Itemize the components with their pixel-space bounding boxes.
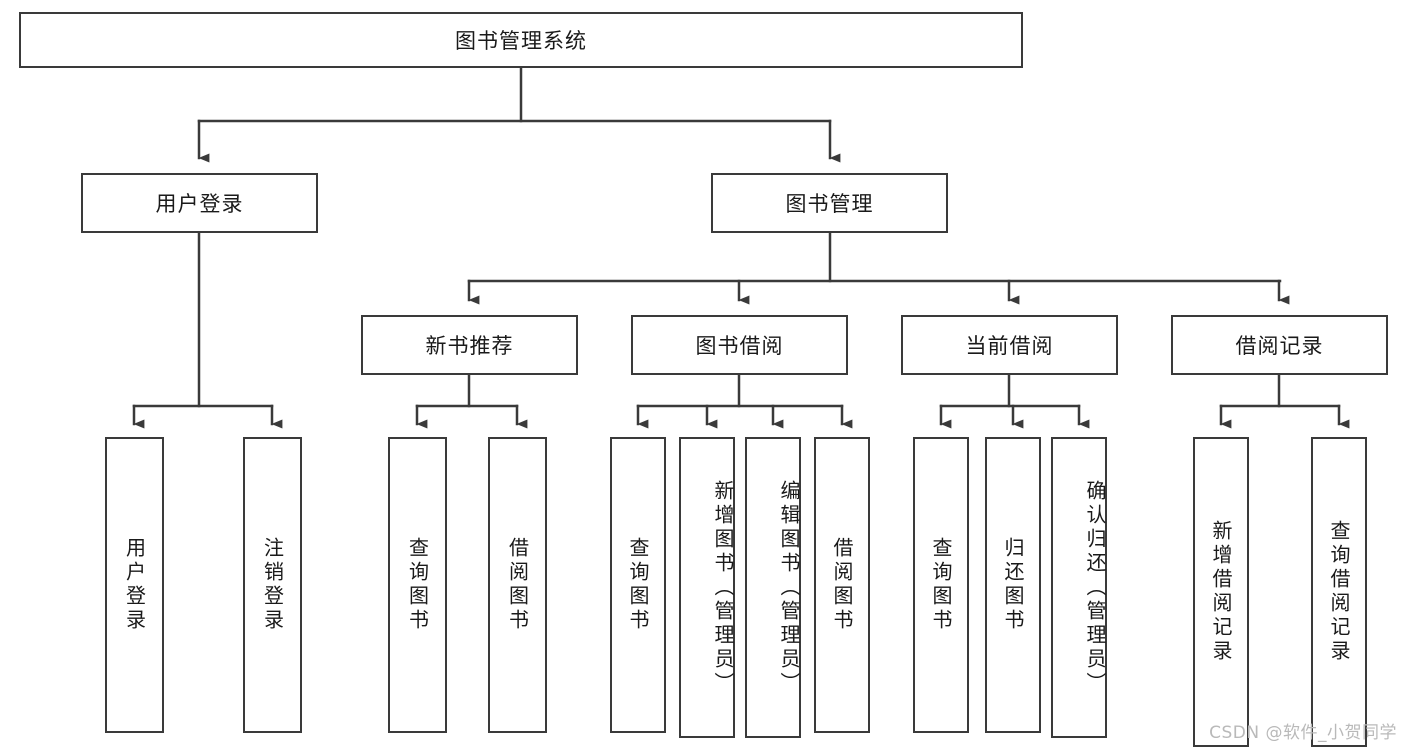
node-leaf-borrow-book[interactable]: 借阅图书 [814, 437, 870, 733]
node-leaf-add-borrow-record[interactable]: 新增借阅记录 [1193, 437, 1249, 747]
node-leaf-add-book-admin-label: 新增图书（管理员） [711, 479, 735, 696]
node-leaf-query-book-recommend-label: 查询图书 [405, 537, 430, 633]
node-leaf-return-book-label: 归还图书 [1001, 537, 1025, 633]
node-leaf-borrow-book-recommend-label: 借阅图书 [505, 537, 530, 633]
node-borrow-record[interactable]: 借阅记录 [1171, 315, 1388, 375]
node-leaf-edit-book-admin-label: 编辑图书（管理员） [777, 479, 801, 696]
node-book-borrow-label: 图书借阅 [695, 334, 784, 358]
node-leaf-confirm-return-admin-label: 确认归还（管理员） [1083, 479, 1107, 696]
node-leaf-user-login[interactable]: 用户登录 [105, 437, 164, 733]
node-leaf-borrow-book-label: 借阅图书 [830, 537, 854, 633]
node-new-book-recommend[interactable]: 新书推荐 [361, 315, 578, 375]
watermark: CSDN @软件_小贺同学 [1209, 723, 1397, 743]
node-current-borrow-label: 当前借阅 [965, 334, 1054, 358]
node-leaf-query-book-borrow-label: 查询图书 [626, 537, 650, 633]
node-leaf-query-book-current[interactable]: 查询图书 [913, 437, 969, 733]
node-leaf-query-book-borrow[interactable]: 查询图书 [610, 437, 666, 733]
node-leaf-logout-label: 注销登录 [260, 537, 285, 633]
node-leaf-borrow-book-recommend[interactable]: 借阅图书 [488, 437, 547, 733]
node-leaf-query-borrow-record[interactable]: 查询借阅记录 [1311, 437, 1367, 747]
node-leaf-query-borrow-record-label: 查询借阅记录 [1327, 520, 1351, 664]
node-current-borrow[interactable]: 当前借阅 [901, 315, 1118, 375]
node-root-label: 图书管理系统 [455, 29, 587, 53]
node-leaf-return-book[interactable]: 归还图书 [985, 437, 1041, 733]
node-leaf-query-book-recommend[interactable]: 查询图书 [388, 437, 447, 733]
node-borrow-record-label: 借阅记录 [1235, 334, 1324, 358]
node-leaf-add-book-admin[interactable]: 新增图书（管理员） [679, 437, 735, 738]
node-new-book-recommend-label: 新书推荐 [425, 334, 514, 358]
node-leaf-edit-book-admin[interactable]: 编辑图书（管理员） [745, 437, 801, 738]
node-leaf-confirm-return-admin[interactable]: 确认归还（管理员） [1051, 437, 1107, 738]
node-root[interactable]: 图书管理系统 [19, 12, 1023, 68]
node-leaf-user-login-label: 用户登录 [122, 537, 147, 633]
node-book-management-label: 图书管理 [785, 192, 874, 216]
node-book-management[interactable]: 图书管理 [711, 173, 948, 233]
node-user-login[interactable]: 用户登录 [81, 173, 318, 233]
node-book-borrow[interactable]: 图书借阅 [631, 315, 848, 375]
node-leaf-logout[interactable]: 注销登录 [243, 437, 302, 733]
node-leaf-query-book-current-label: 查询图书 [929, 537, 953, 633]
node-user-login-label: 用户登录 [155, 192, 244, 216]
node-leaf-add-borrow-record-label: 新增借阅记录 [1209, 520, 1233, 664]
